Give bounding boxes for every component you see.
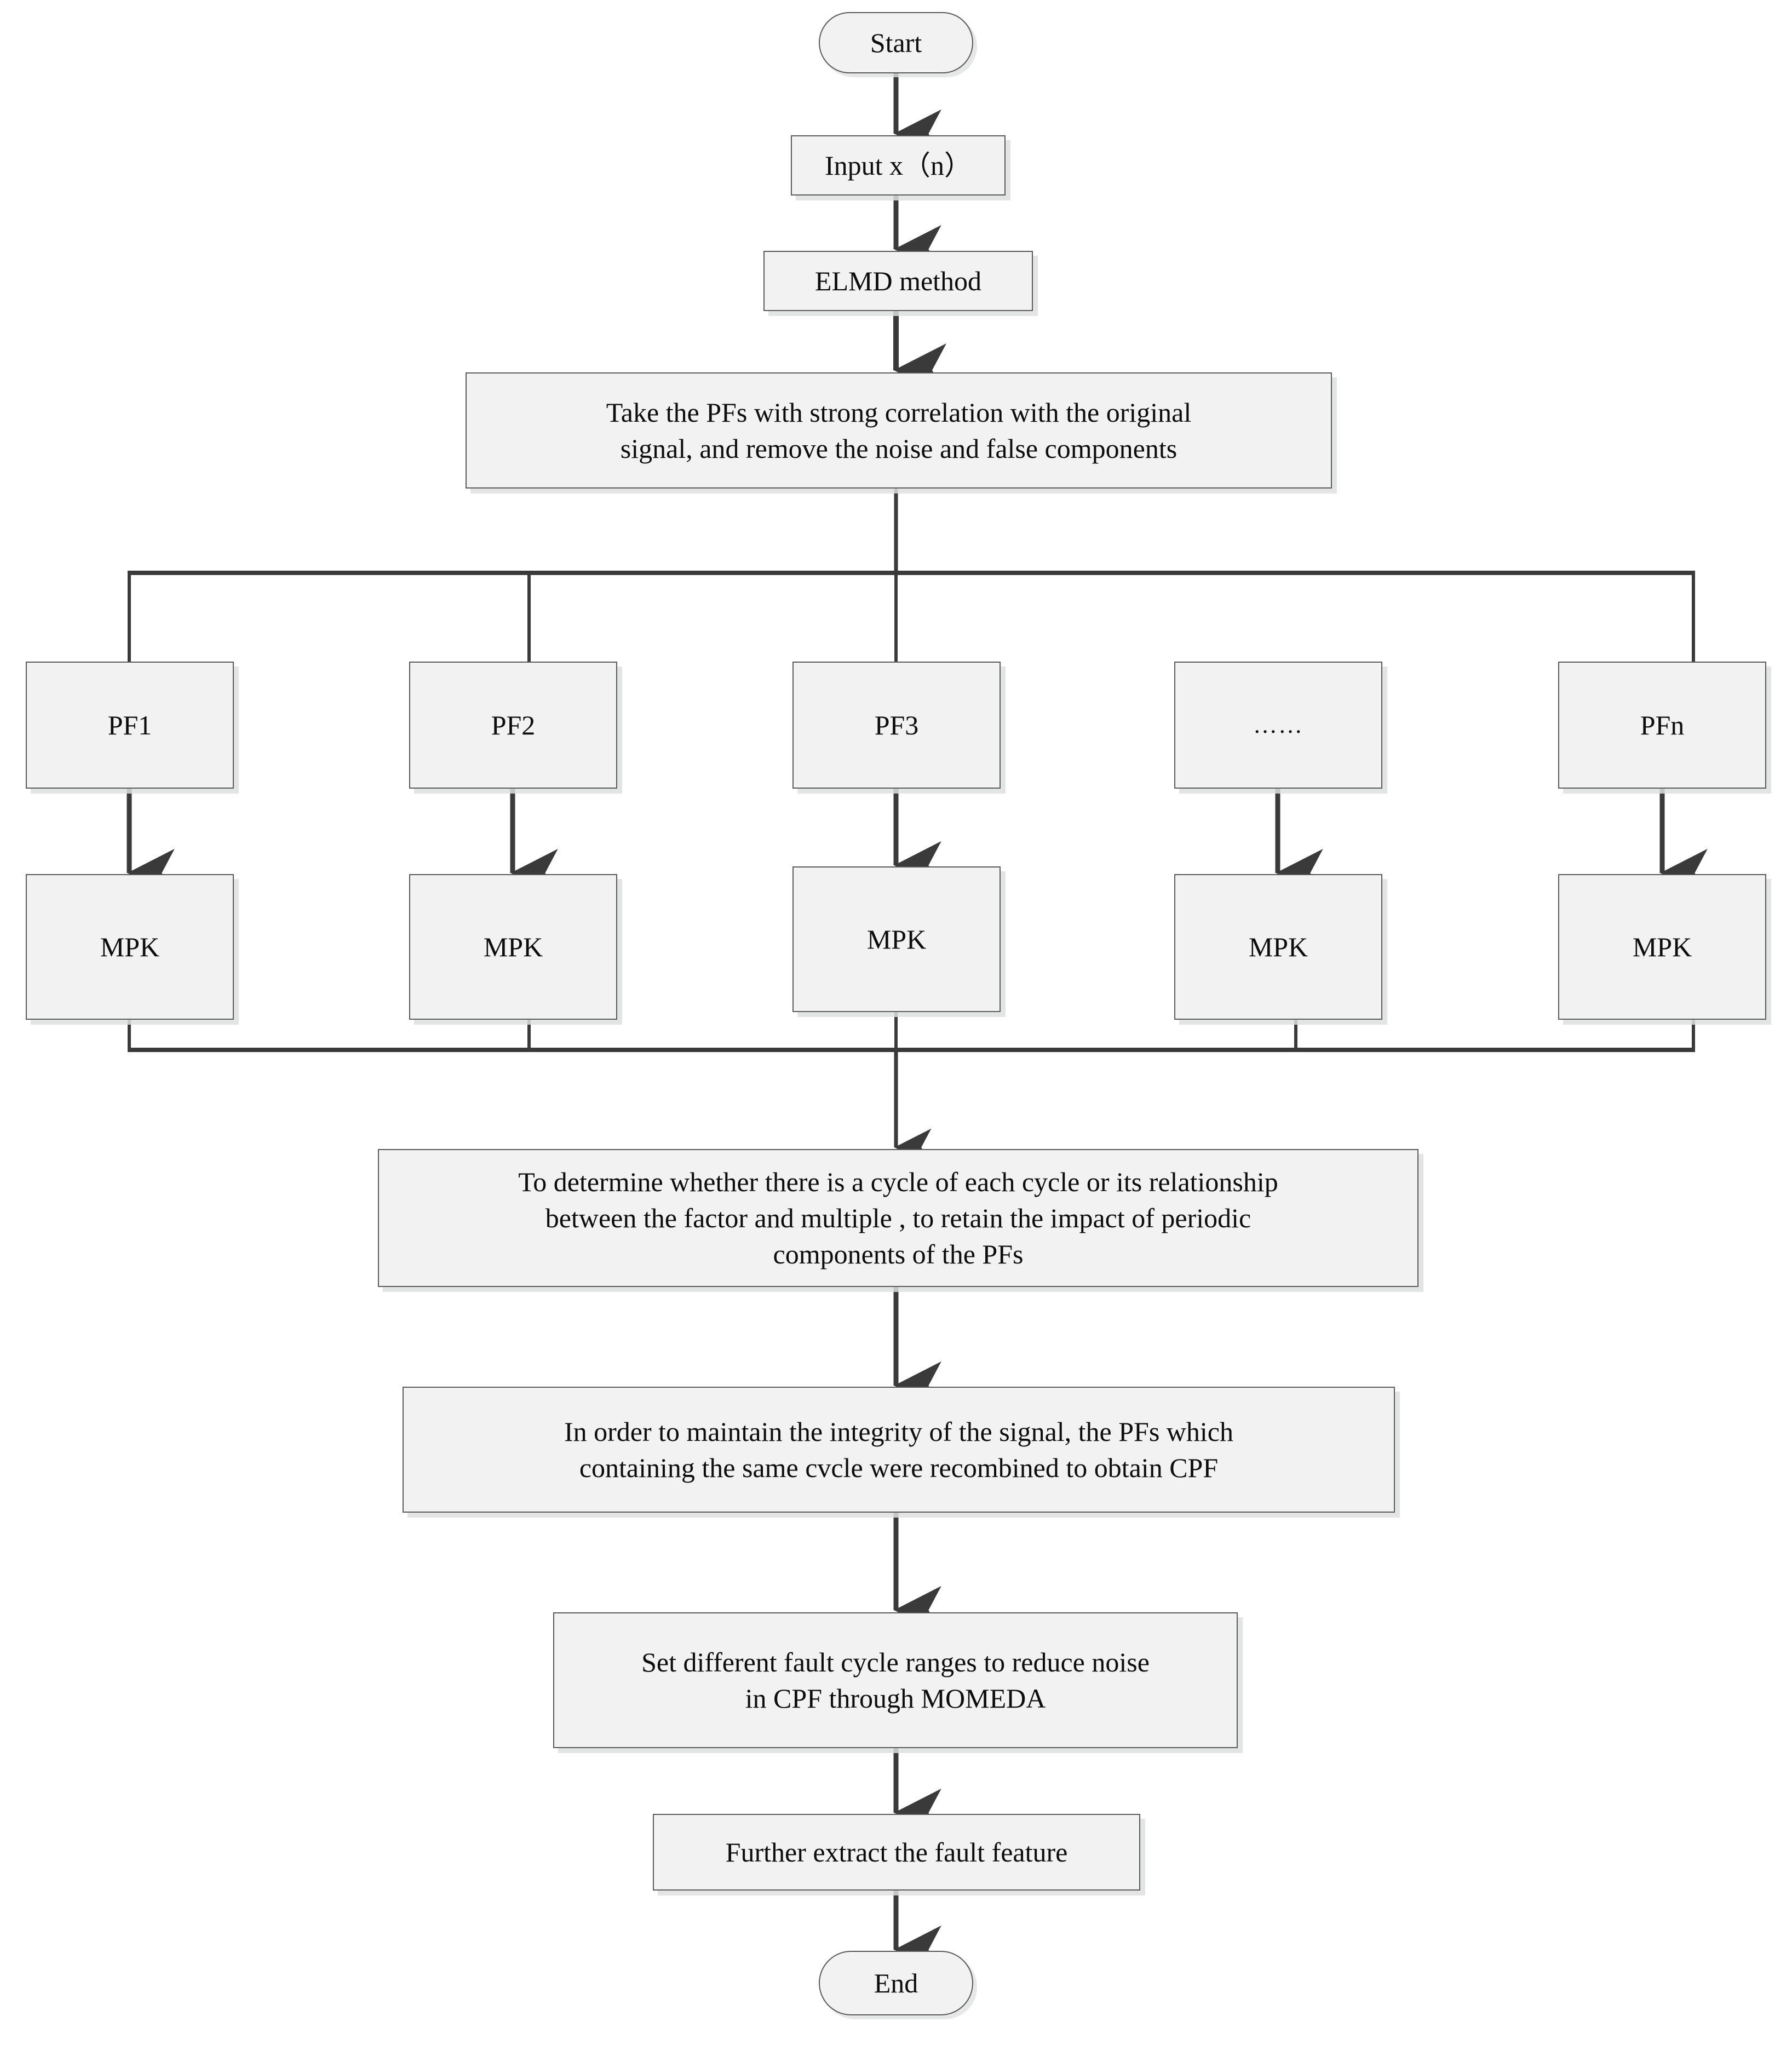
node-mpk-3-label: MPK [866,924,927,955]
node-start[interactable]: Start [819,12,973,73]
node-pf2-label: PF2 [491,710,536,740]
node-mpk-1[interactable]: MPK [26,874,234,1020]
node-input[interactable]: Input x（n） [791,135,1006,196]
node-mpk-5-label: MPK [1632,932,1692,962]
node-elmd-method-label: ELMD method [814,266,982,296]
node-pf3-label: PF3 [874,710,919,740]
node-mpk-2[interactable]: MPK [409,874,617,1020]
node-take-pfs-label: Take the PFs with strong correlation wit… [606,397,1192,464]
node-extract-fault-feature[interactable]: Further extract the fault feature [653,1814,1140,1891]
node-pf3[interactable]: PF3 [792,662,1001,789]
node-start-label: Start [870,27,922,58]
node-mpk-4-label: MPK [1248,932,1308,962]
node-recombine-cpf-label: In order to maintain the integrity of th… [564,1416,1233,1483]
node-pf-ellipsis[interactable]: …… [1174,662,1382,789]
node-mpk-2-label: MPK [483,932,543,962]
node-pf2[interactable]: PF2 [409,662,617,789]
node-elmd-method[interactable]: ELMD method [763,251,1033,311]
node-input-label: Input x（n） [824,150,972,181]
node-pf-ellipsis-label: …… [1253,711,1303,738]
node-mpk-5[interactable]: MPK [1558,874,1766,1020]
node-pfn-label: PFn [1640,710,1685,740]
node-end-label: End [874,1968,918,1998]
node-pfn[interactable]: PFn [1558,662,1766,789]
node-momeda[interactable]: Set different fault cycle ranges to redu… [553,1612,1238,1748]
node-pf1[interactable]: PF1 [26,662,234,789]
node-mpk-1-label: MPK [100,932,160,962]
node-take-pfs[interactable]: Take the PFs with strong correlation wit… [466,372,1332,489]
node-determine-cycle-label: To determine whether there is a cycle of… [518,1167,1278,1269]
node-extract-fault-feature-label: Further extract the fault feature [725,1837,1068,1868]
node-end[interactable]: End [819,1951,973,2015]
node-momeda-label: Set different fault cycle ranges to redu… [641,1647,1150,1714]
node-recombine-cpf[interactable]: In order to maintain the integrity of th… [403,1387,1395,1513]
node-pf1-label: PF1 [107,710,152,740]
node-determine-cycle[interactable]: To determine whether there is a cycle of… [378,1149,1418,1287]
node-mpk-3[interactable]: MPK [792,866,1001,1012]
node-mpk-4[interactable]: MPK [1174,874,1382,1020]
